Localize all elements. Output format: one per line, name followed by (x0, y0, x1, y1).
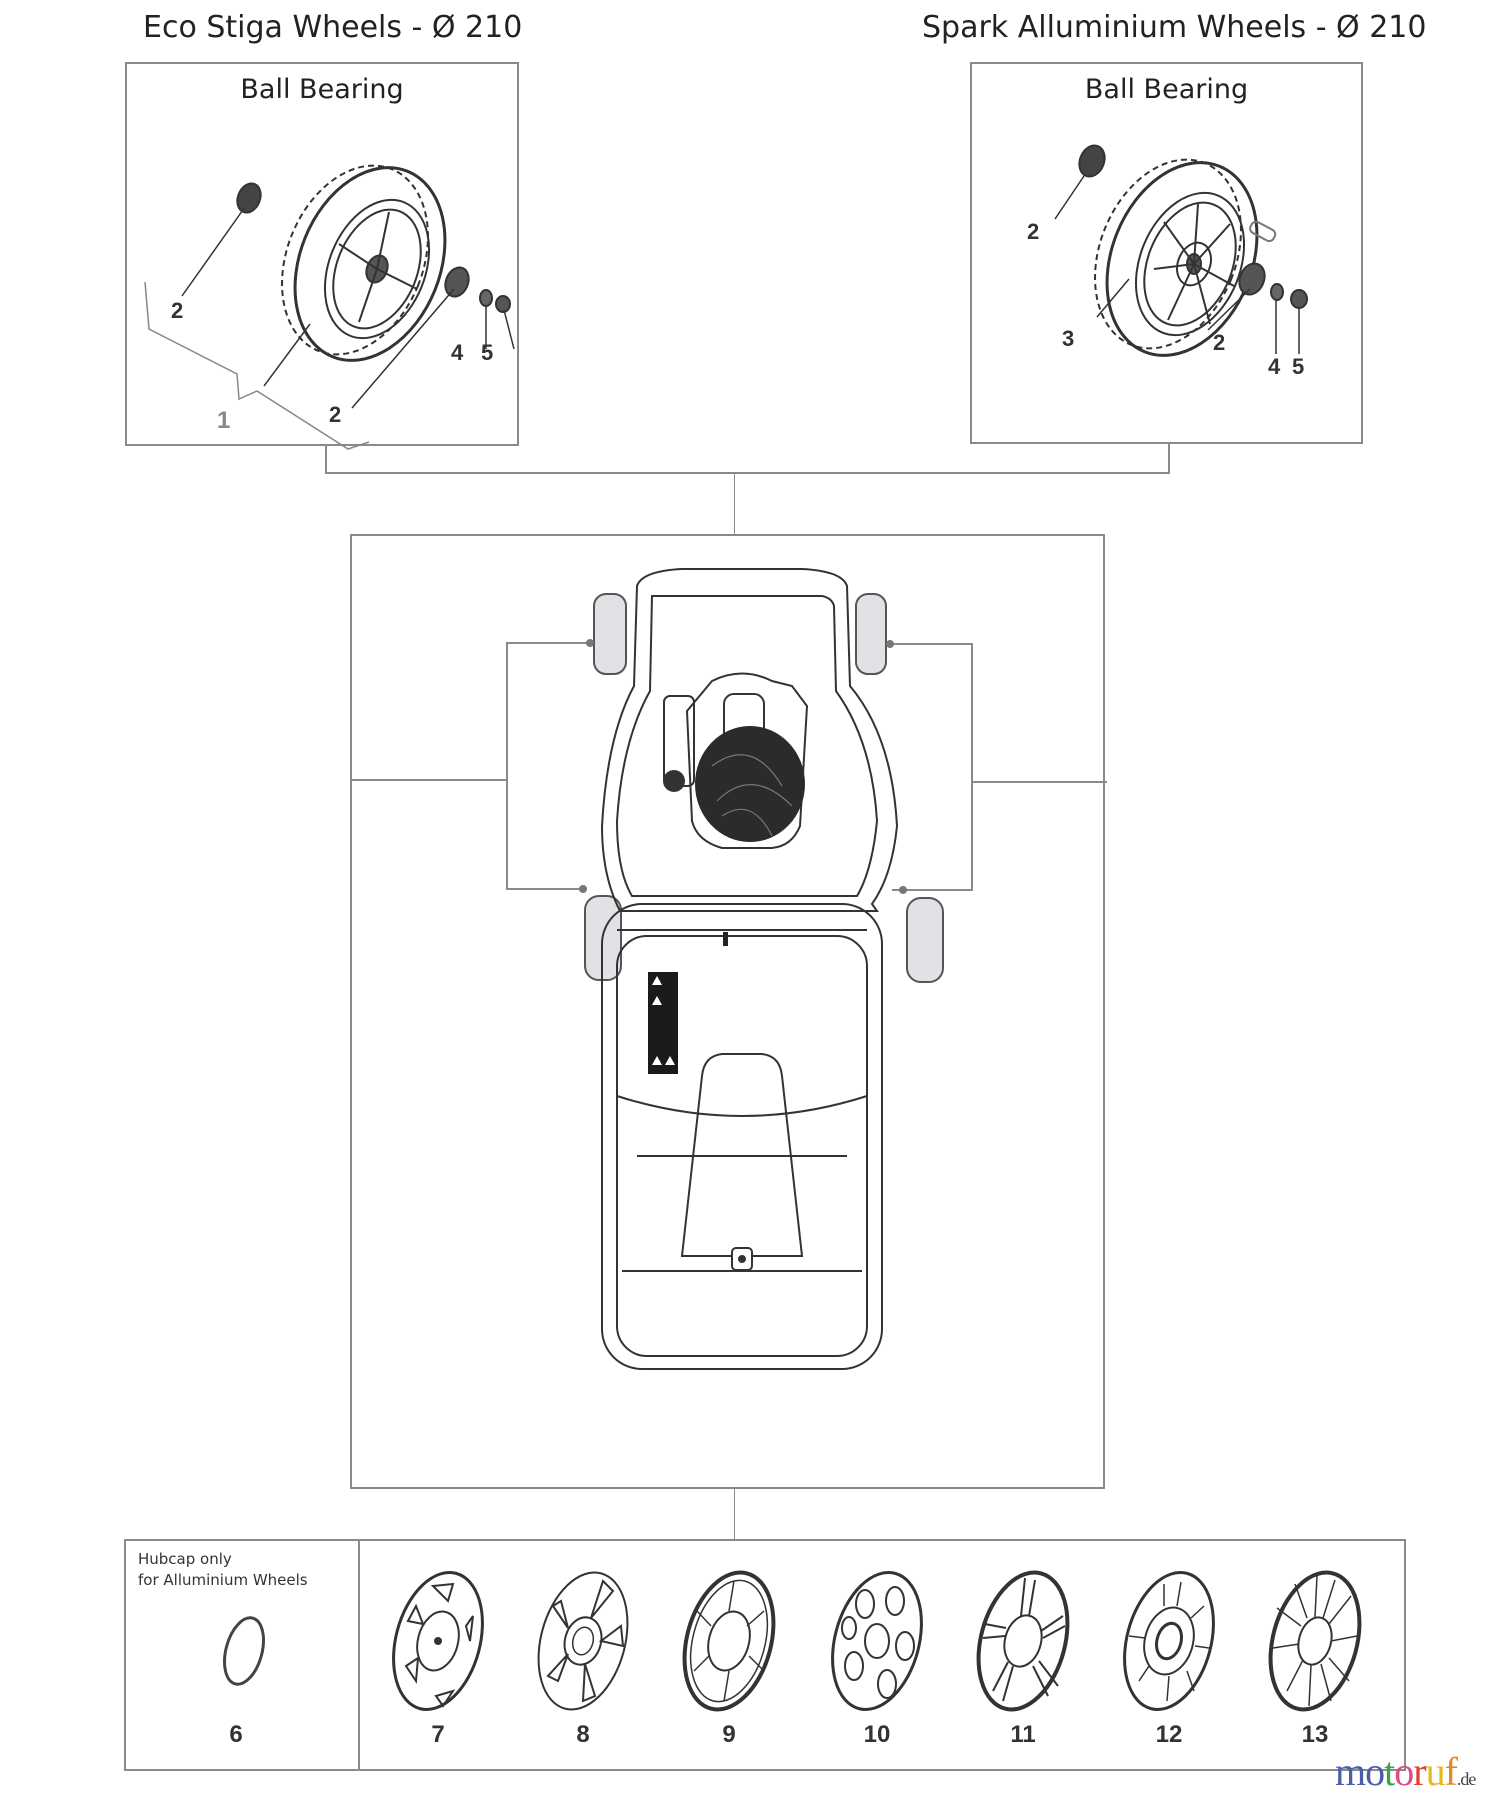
callout-2: 2 (1213, 330, 1226, 355)
hubcap-box: Hubcap only for Alluminium Wheels 6 7 8 … (124, 1539, 1406, 1771)
watermark-suffix: .de (1456, 1769, 1476, 1789)
hubcap-12-icon (1123, 1571, 1215, 1711)
spark-alluminium-wheels-title: Spark Alluminium Wheels - Ø 210 (922, 10, 1427, 45)
callout-4: 4 (1268, 354, 1281, 379)
connector-line (1168, 444, 1170, 473)
hubcap-ring-icon (223, 1616, 265, 1686)
ball-bearing-label: Ball Bearing (240, 74, 404, 105)
connector-line (325, 445, 327, 473)
motoruf-watermark: motoruf.de (1335, 1748, 1476, 1795)
watermark-letter: f (1444, 1749, 1458, 1794)
hubcap-note: Hubcap only for Alluminium Wheels (138, 1549, 308, 1591)
lawn-mower-icon (352, 568, 1107, 1370)
watermark-letter: o (1365, 1749, 1385, 1794)
connector-line (734, 473, 735, 535)
callout-4: 4 (451, 340, 464, 365)
hubcap-8-label: 8 (576, 1721, 590, 1748)
callout-2: 2 (171, 298, 184, 323)
hubcap-13-icon (1268, 1570, 1362, 1712)
eco-stiga-wheel-box: Ball Bearing 2 2 4 5 1 (125, 62, 519, 450)
callout-2: 2 (329, 402, 342, 427)
hubcap-10-icon (831, 1571, 923, 1711)
watermark-letter: r (1413, 1749, 1426, 1794)
hubcap-7-icon (392, 1571, 484, 1711)
hubcap-11-icon (976, 1570, 1070, 1712)
watermark-letter: t (1384, 1749, 1395, 1794)
hubcap-note-line1: Hubcap only (138, 1550, 232, 1568)
hubcap-9-icon (682, 1570, 776, 1712)
spark-wheel-icon (1054, 144, 1308, 357)
hubcap-note-line2: for Alluminium Wheels (138, 1571, 308, 1589)
eco-wheel-icon (144, 164, 515, 450)
hubcap-9-label: 9 (722, 1721, 736, 1748)
callout-5: 5 (1292, 354, 1305, 379)
connector-line (325, 472, 1170, 474)
divider (358, 1541, 360, 1769)
hubcap-10-label: 10 (863, 1721, 891, 1748)
spark-alluminium-wheel-box: Ball Bearing 2 3 2 4 5 (970, 62, 1363, 444)
callout-5: 5 (481, 340, 494, 365)
hubcap-11-label: 11 (1010, 1721, 1036, 1748)
watermark-letter: m (1335, 1749, 1366, 1794)
ball-bearing-label: Ball Bearing (1084, 74, 1249, 105)
hubcap-6-label: 6 (229, 1721, 243, 1748)
watermark-letter: u (1425, 1749, 1446, 1794)
hubcap-13-label: 13 (1301, 1721, 1329, 1748)
callout-2: 2 (1027, 219, 1040, 244)
watermark-letter: o (1394, 1749, 1414, 1794)
hubcap-12-label: 12 (1155, 1721, 1183, 1748)
hubcap-8-icon (537, 1571, 629, 1711)
mower-overview-box (350, 534, 1107, 1489)
connector-line (734, 1489, 735, 1540)
eco-stiga-wheels-title: Eco Stiga Wheels - Ø 210 (143, 10, 523, 45)
callout-3: 3 (1062, 326, 1075, 351)
hubcap-7-label: 7 (431, 1721, 445, 1748)
callout-1: 1 (217, 407, 231, 434)
